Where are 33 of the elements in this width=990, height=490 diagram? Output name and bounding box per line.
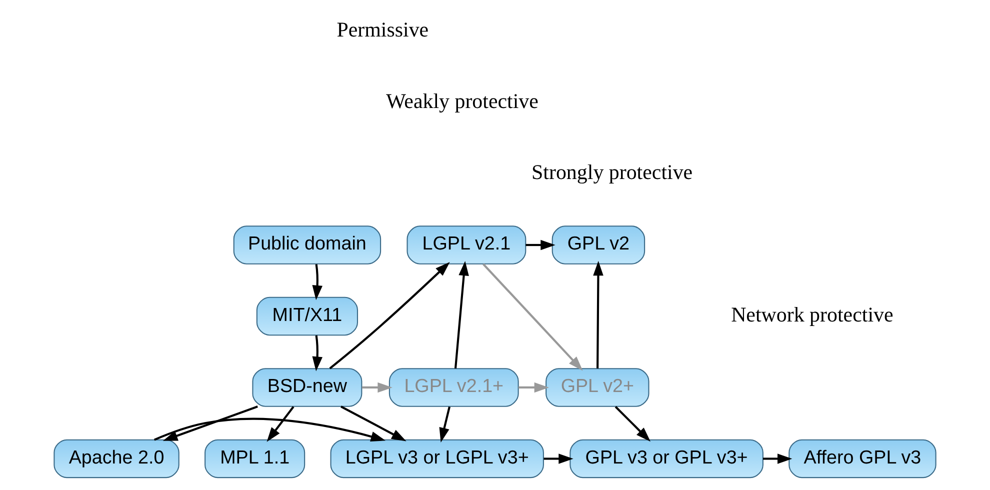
- arrow: [362, 382, 392, 393]
- arrow: [312, 335, 322, 372]
- node-box: LGPL v2.1: [406, 226, 526, 264]
- arrow: [614, 406, 651, 442]
- node-box: BSD-new: [252, 368, 362, 407]
- arrow: [518, 382, 550, 393]
- arrow: [454, 260, 469, 369]
- label: Strongly protective: [532, 160, 693, 184]
- arrow: [482, 263, 583, 371]
- node-box: GPL v3 or GPL v3+: [570, 439, 764, 478]
- arrow: [312, 264, 322, 300]
- arrow: [526, 240, 556, 250]
- node-box: Apache 2.0: [54, 439, 180, 478]
- arrow: [154, 418, 386, 442]
- label: Weakly protective: [386, 88, 538, 113]
- node-box: Public domain: [233, 226, 382, 264]
- node-box: MIT/X11: [256, 296, 358, 336]
- arrow: [439, 406, 450, 442]
- arrow: [593, 260, 604, 368]
- arrow: [762, 454, 792, 464]
- node-box: MPL 1.1: [204, 439, 306, 478]
- label: Permissive: [336, 18, 429, 42]
- node-box: LGPL v2.1+: [388, 368, 519, 407]
- arrow: [329, 262, 450, 370]
- node-box: Affero GPL v3: [788, 439, 936, 478]
- node-box: GPL v2+: [546, 368, 650, 407]
- arrow: [340, 406, 406, 442]
- arrow: [162, 406, 258, 441]
- node-box: LGPL v3 or LGPL v3+: [330, 439, 544, 478]
- arrow: [544, 454, 574, 464]
- label: Network protective: [731, 302, 894, 326]
- node-box: GPL v2: [552, 226, 646, 264]
- arrow: [266, 406, 294, 442]
